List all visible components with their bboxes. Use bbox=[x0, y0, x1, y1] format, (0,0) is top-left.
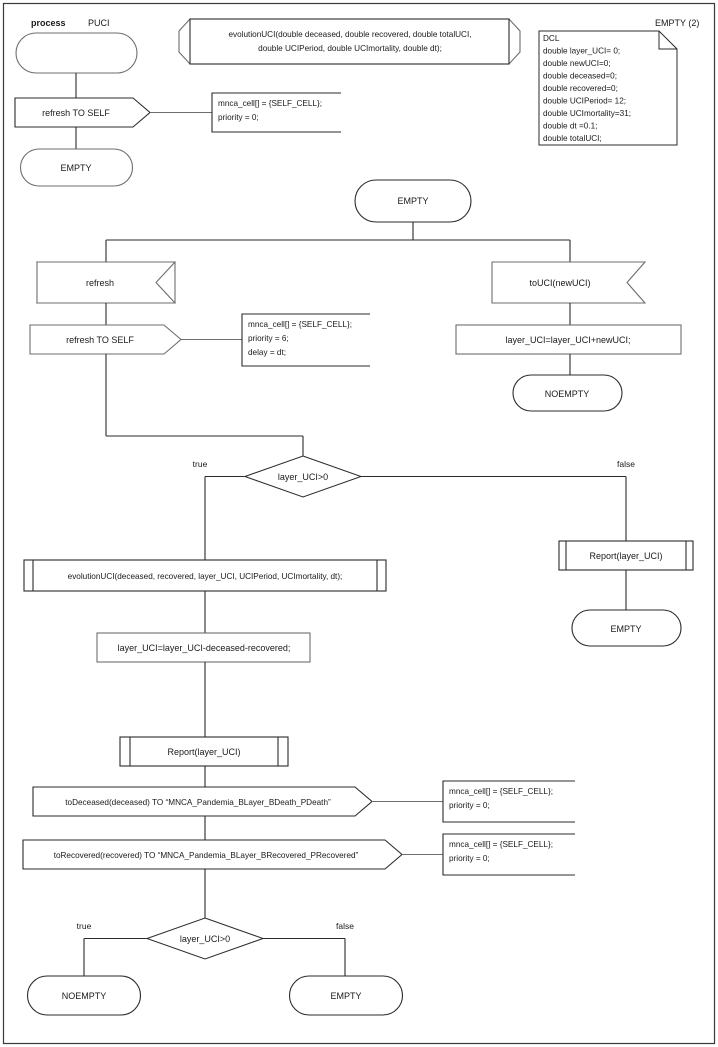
comment-torecovered-line1: mnca_cell[] = {SELF_CELL}; bbox=[449, 840, 553, 849]
declaration-note-line-4: double UCIPeriod= 12; bbox=[543, 97, 626, 106]
declaration-note-line-7: double totalUCI; bbox=[543, 134, 602, 143]
output-symbol-torecovered bbox=[22, 839, 403, 870]
declaration-note-line-0: double layer_UCI= 0; bbox=[543, 47, 620, 56]
procedure-declaration-line2: double UCIPeriod, double UCImortality, d… bbox=[258, 44, 442, 53]
output-label-refresh-to-self-mid: refresh TO SELF bbox=[66, 335, 134, 345]
declaration-note-line-2: double deceased=0; bbox=[543, 72, 617, 81]
output-symbol-refresh-to-self-top bbox=[14, 97, 151, 128]
task-label-layer-uci-sub: layer_UCI=layer_UCI-deceased-recovered; bbox=[118, 643, 291, 653]
input-symbol-touci bbox=[491, 261, 647, 304]
output-symbol-refresh-to-self-mid bbox=[29, 324, 182, 355]
state-symbol-noempty-bottom bbox=[27, 975, 141, 1016]
declaration-note-line-6: double dt =0.1; bbox=[543, 122, 597, 131]
state-symbol-noempty-right bbox=[512, 374, 623, 412]
state-symbol-empty-false bbox=[571, 609, 682, 647]
comment-mid-line3: delay = dt; bbox=[248, 348, 286, 357]
decision-true-label-top: true bbox=[193, 459, 208, 469]
decision-diamond-layer-uci-top bbox=[243, 455, 363, 498]
decision-false-label-top: false bbox=[617, 459, 635, 469]
procedure-declaration-line1: evolutionUCI(double deceased, double rec… bbox=[228, 30, 471, 39]
process-keyword-label: process bbox=[31, 18, 66, 28]
decision-true-label-bottom: true bbox=[77, 921, 92, 931]
state-symbol-empty-main bbox=[354, 179, 472, 223]
comment-mid-line1: mnca_cell[] = {SELF_CELL}; bbox=[248, 320, 352, 329]
comment-top-line2: priority = 0; bbox=[218, 113, 259, 122]
procedure-call-report-true-label: Report(layer_UCI) bbox=[167, 747, 240, 757]
state-label-noempty-bottom: NOEMPTY bbox=[62, 991, 107, 1001]
comment-top-line1: mnca_cell[] = {SELF_CELL}; bbox=[218, 99, 322, 108]
state-label-empty-topleft: EMPTY bbox=[60, 163, 91, 173]
task-label-layer-uci-add: layer_UCI=layer_UCI+newUCI; bbox=[505, 335, 630, 345]
decision-diamond-layer-uci-bottom bbox=[145, 917, 265, 960]
decision-condition-bottom: layer_UCI>0 bbox=[180, 934, 230, 944]
process-name-label: PUCI bbox=[88, 18, 110, 28]
decision-condition-top: layer_UCI>0 bbox=[278, 472, 328, 482]
comment-box-todeceased bbox=[442, 780, 575, 823]
state-label-empty-main: EMPTY bbox=[397, 196, 428, 206]
input-symbol-refresh bbox=[36, 261, 177, 304]
decision-false-label-bottom: false bbox=[336, 921, 354, 931]
input-label-touci: toUCI(newUCI) bbox=[529, 278, 590, 288]
declaration-note-title: DCL bbox=[543, 34, 560, 43]
declaration-note-fold-icon bbox=[658, 31, 677, 50]
declaration-note-line-3: double recovered=0; bbox=[543, 84, 618, 93]
output-symbol-todeceased bbox=[32, 786, 373, 817]
comment-box-torecovered bbox=[442, 833, 575, 876]
state-symbol-empty-bottom bbox=[289, 975, 403, 1016]
comment-box-mid bbox=[241, 313, 370, 367]
output-label-todeceased: toDeceased(deceased) TO “MNCA_Pandemia_B… bbox=[65, 798, 331, 807]
task-box-layer-uci-add bbox=[455, 324, 682, 355]
state-label-empty-false: EMPTY bbox=[610, 624, 641, 634]
declaration-note-line-1: double newUCI=0; bbox=[543, 59, 611, 68]
state-symbol-empty-topleft bbox=[20, 148, 133, 187]
start-state-symbol bbox=[15, 32, 138, 74]
comment-box-top bbox=[211, 92, 341, 133]
procedure-call-evolutionuci-label: evolutionUCI(deceased, recovered, layer_… bbox=[68, 572, 343, 581]
state-label-noempty-right: NOEMPTY bbox=[545, 389, 590, 399]
declaration-note-box bbox=[538, 30, 678, 146]
declaration-note-line-5: double UCImortality=31; bbox=[543, 109, 631, 118]
comment-todeceased-line2: priority = 0; bbox=[449, 801, 490, 810]
page-number-label: EMPTY (2) bbox=[655, 18, 699, 28]
comment-torecovered-line2: priority = 0; bbox=[449, 854, 490, 863]
output-label-torecovered: toRecovered(recovered) TO “MNCA_Pandemia… bbox=[54, 851, 359, 860]
task-box-layer-uci-sub bbox=[96, 632, 311, 663]
procedure-call-report-false-label: Report(layer_UCI) bbox=[589, 551, 662, 561]
input-label-refresh: refresh bbox=[86, 278, 114, 288]
procedure-call-report-true bbox=[119, 736, 289, 767]
comment-todeceased-line1: mnca_cell[] = {SELF_CELL}; bbox=[449, 787, 553, 796]
output-label-refresh-to-self-top: refresh TO SELF bbox=[42, 108, 110, 118]
state-label-empty-bottom: EMPTY bbox=[330, 991, 361, 1001]
comment-mid-line2: priority = 6; bbox=[248, 334, 289, 343]
procedure-declaration-inner bbox=[189, 18, 510, 65]
